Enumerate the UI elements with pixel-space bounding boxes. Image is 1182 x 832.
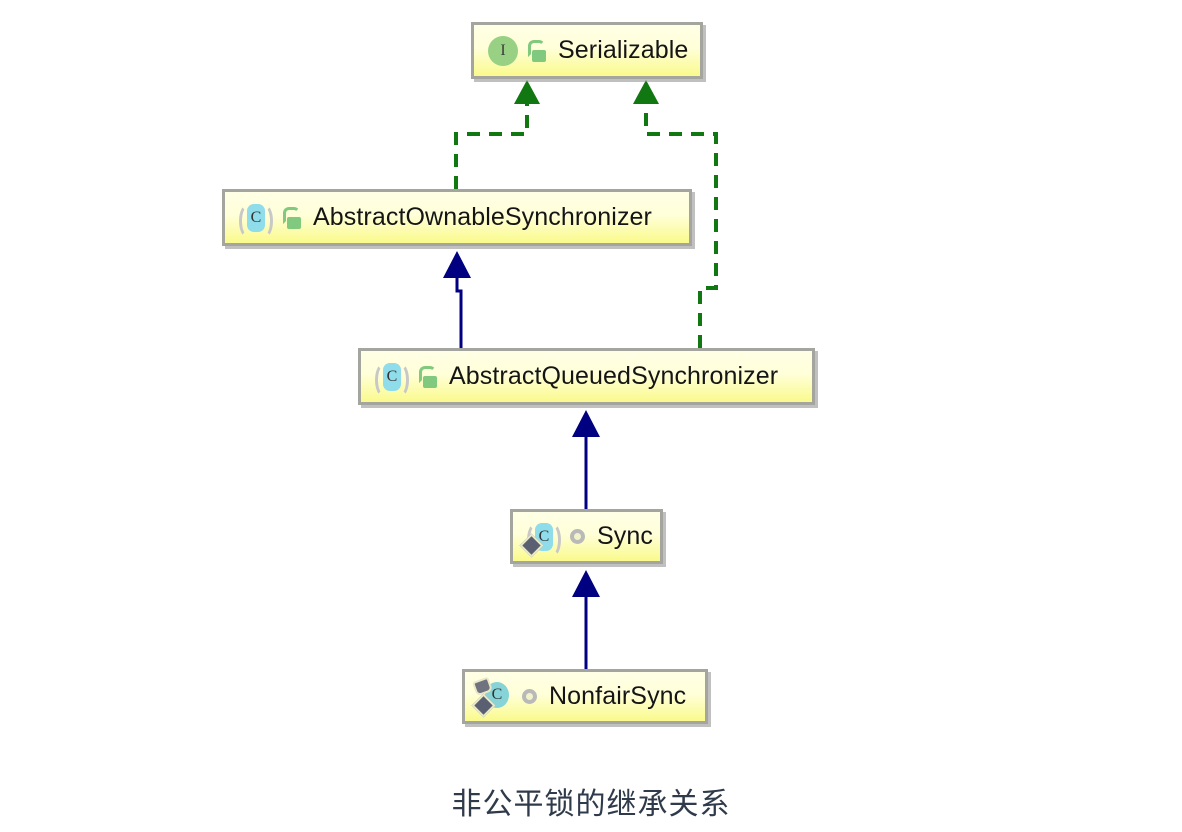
edge-nonfairsync-extends-sync — [572, 570, 600, 669]
edge-aos-implements-serializable — [454, 80, 540, 189]
uml-node-nonfair-sync[interactable]: NonfairSync — [462, 669, 708, 724]
generalization-arrowhead — [572, 570, 600, 597]
icon-cluster — [519, 522, 585, 558]
package-private-icon — [522, 689, 537, 704]
class-icon — [375, 362, 409, 397]
generalization-arrowhead — [443, 251, 471, 278]
uml-node-abstract-ownable-synchronizer[interactable]: AbstractOwnableSynchronizer — [222, 189, 692, 246]
uml-node-label: Sync — [597, 522, 653, 550]
padlock-public-icon — [418, 365, 437, 388]
realization-arrowhead — [633, 80, 659, 104]
uml-node-sync[interactable]: Sync — [510, 509, 663, 564]
diagram-caption: 非公平锁的继承关系 — [451, 787, 731, 822]
uml-node-label: AbstractQueuedSynchronizer — [449, 362, 779, 390]
edge-sync-extends-aqs — [572, 410, 600, 509]
inner-class-icon — [471, 676, 513, 718]
uml-node-label: NonfairSync — [549, 682, 687, 710]
package-private-icon — [570, 529, 585, 544]
edge-aqs-implements-serializable — [633, 80, 718, 348]
realization-arrowhead — [514, 80, 540, 104]
icon-cluster — [239, 203, 301, 238]
padlock-public-icon — [527, 39, 546, 62]
interface-icon — [488, 35, 518, 66]
uml-node-label: Serializable — [558, 36, 689, 64]
icon-cluster — [375, 362, 437, 397]
inner-class-icon — [519, 522, 561, 558]
uml-node-serializable[interactable]: Serializable — [471, 22, 703, 79]
edge-aqs-extends-aos — [443, 251, 471, 348]
uml-node-label: AbstractOwnableSynchronizer — [313, 203, 652, 231]
padlock-public-icon — [282, 206, 301, 229]
class-icon — [239, 203, 273, 238]
uml-node-abstract-queued-synchronizer[interactable]: AbstractQueuedSynchronizer — [358, 348, 815, 405]
icon-cluster — [471, 676, 537, 718]
icon-cluster — [488, 35, 546, 66]
generalization-arrowhead — [572, 410, 600, 437]
